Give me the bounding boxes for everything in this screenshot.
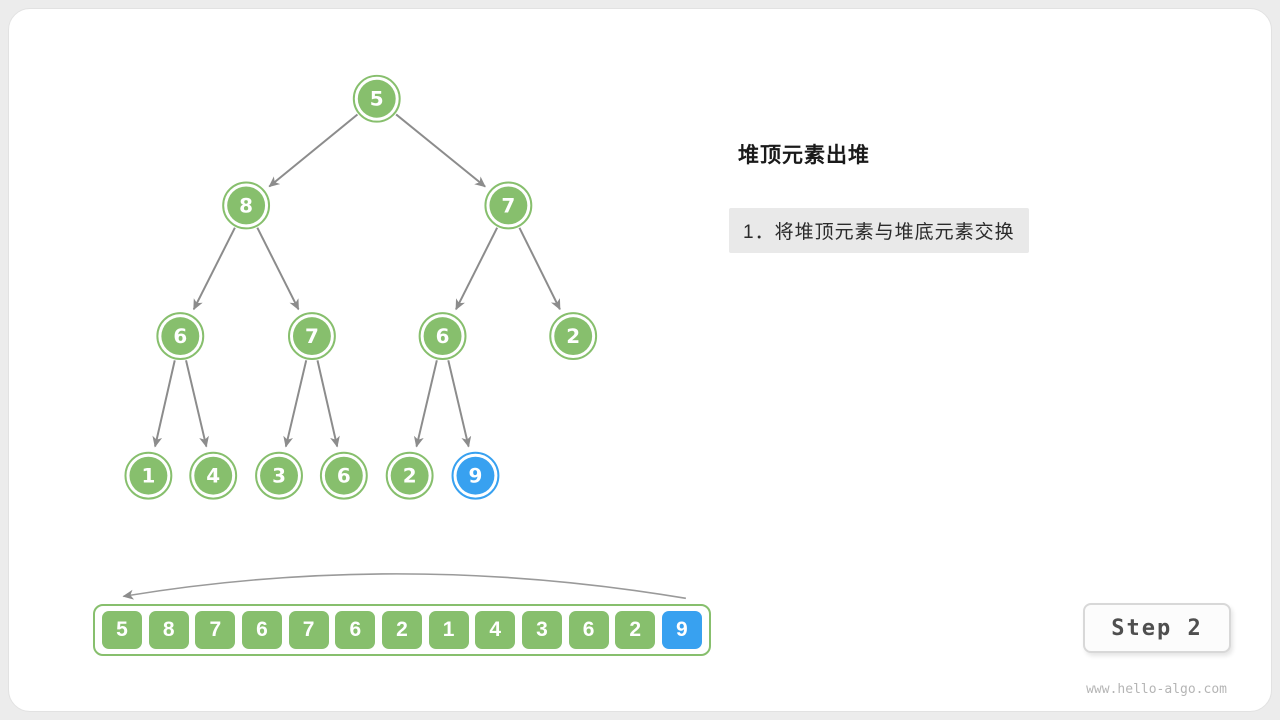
- tree-edge: [395, 113, 486, 188]
- array-cell: 3: [521, 611, 562, 649]
- swap-arrow: [122, 573, 687, 600]
- array-cell: 6: [335, 611, 376, 649]
- node-value: 2: [566, 324, 580, 348]
- heap-tree-svg: 5 8 7 6 7 6 2 1 4 3 6 2 9: [122, 74, 687, 600]
- tree-edge: [185, 360, 209, 448]
- node-value: 7: [501, 193, 515, 217]
- array-cell: 4: [475, 611, 516, 649]
- tree-node: 5: [352, 74, 401, 123]
- step-note: 1．将堆顶元素与堆底元素交换: [729, 208, 1029, 253]
- array-cell: 7: [288, 611, 329, 649]
- node-value: 9: [469, 464, 483, 488]
- node-value: 4: [206, 464, 220, 488]
- tree-node: 6: [319, 451, 368, 500]
- step-badge: Step 2: [1083, 603, 1231, 653]
- node-value: 2: [403, 464, 417, 488]
- panel-title: 堆顶元素出堆: [738, 144, 870, 167]
- tree-edge: [152, 360, 176, 448]
- array-cell: 6: [241, 611, 282, 649]
- array-cell: 7: [195, 611, 236, 649]
- array-cell: 6: [568, 611, 609, 649]
- tree-node: 3: [255, 451, 303, 500]
- tree-node: 7: [288, 312, 336, 360]
- tree-nodes: 5 8 7 6 7 6 2 1 4 3 6 2 9: [124, 74, 598, 500]
- tree-edge: [283, 360, 308, 448]
- array-cell-highlighted: 9: [661, 611, 702, 649]
- tree-edge: [413, 360, 438, 448]
- tree-node: 2: [385, 451, 434, 500]
- node-value: 1: [141, 464, 155, 488]
- tree-node: 6: [418, 312, 467, 360]
- tree-node: 2: [549, 312, 598, 360]
- node-value: 8: [239, 193, 253, 217]
- tree-edges: [152, 113, 561, 448]
- tree-node: 8: [222, 181, 271, 230]
- tree-edge: [256, 227, 300, 311]
- tree-node: 7: [484, 181, 533, 230]
- tree-node: 6: [156, 312, 205, 360]
- tree-edge: [268, 113, 359, 188]
- tree-edge: [455, 227, 499, 311]
- node-value: 6: [337, 464, 351, 488]
- array-cell: 2: [381, 611, 422, 649]
- tree-edge: [192, 227, 236, 311]
- node-value: 6: [173, 324, 187, 348]
- node-value: 5: [370, 87, 384, 111]
- tree-edge: [447, 360, 472, 448]
- array-cell: 2: [615, 611, 656, 649]
- tree-edge: [518, 227, 561, 311]
- node-value: 7: [305, 324, 319, 348]
- tree-node: 4: [189, 451, 238, 500]
- tree-edge: [316, 360, 340, 448]
- node-value: 6: [436, 324, 450, 348]
- node-value: 3: [272, 464, 286, 488]
- array-cell: 1: [428, 611, 469, 649]
- tree-node: 1: [124, 451, 173, 500]
- array-cell: 8: [148, 611, 189, 649]
- array-cell: 5: [102, 611, 142, 649]
- watermark: www.hello-algo.com: [1086, 682, 1227, 697]
- tree-node-highlighted: 9: [451, 451, 500, 500]
